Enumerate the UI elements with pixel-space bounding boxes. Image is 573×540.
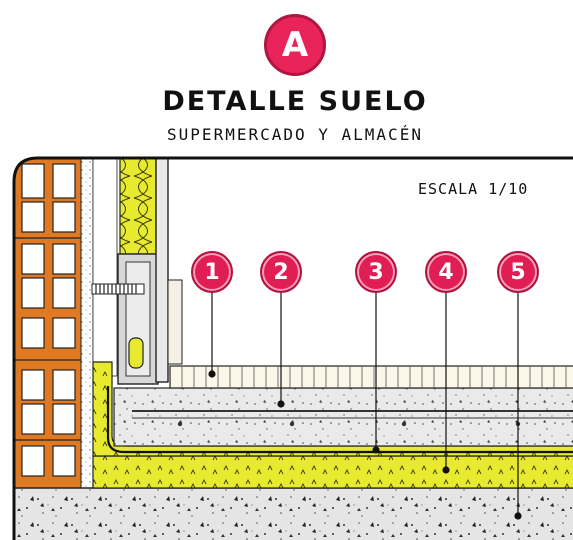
page-title: DETALLE SUELO (162, 86, 428, 117)
marker-2: 2 (260, 251, 302, 293)
brick-wall (14, 158, 81, 540)
marker-4: 4 (425, 251, 467, 293)
marker-1: 1 (191, 251, 233, 293)
leader-lines (211, 290, 519, 516)
detail-frame (12, 156, 573, 540)
steel-stud (91, 253, 159, 385)
detail-badge: A (264, 14, 326, 76)
marker-3: 3 (355, 251, 397, 293)
marker-5: 5 (497, 251, 539, 293)
scale-label: ESCALA 1/10 (418, 180, 529, 198)
page-subtitle: SUPERMERCADO Y ALMACÉN (167, 125, 423, 144)
floor-tiles (169, 365, 573, 389)
